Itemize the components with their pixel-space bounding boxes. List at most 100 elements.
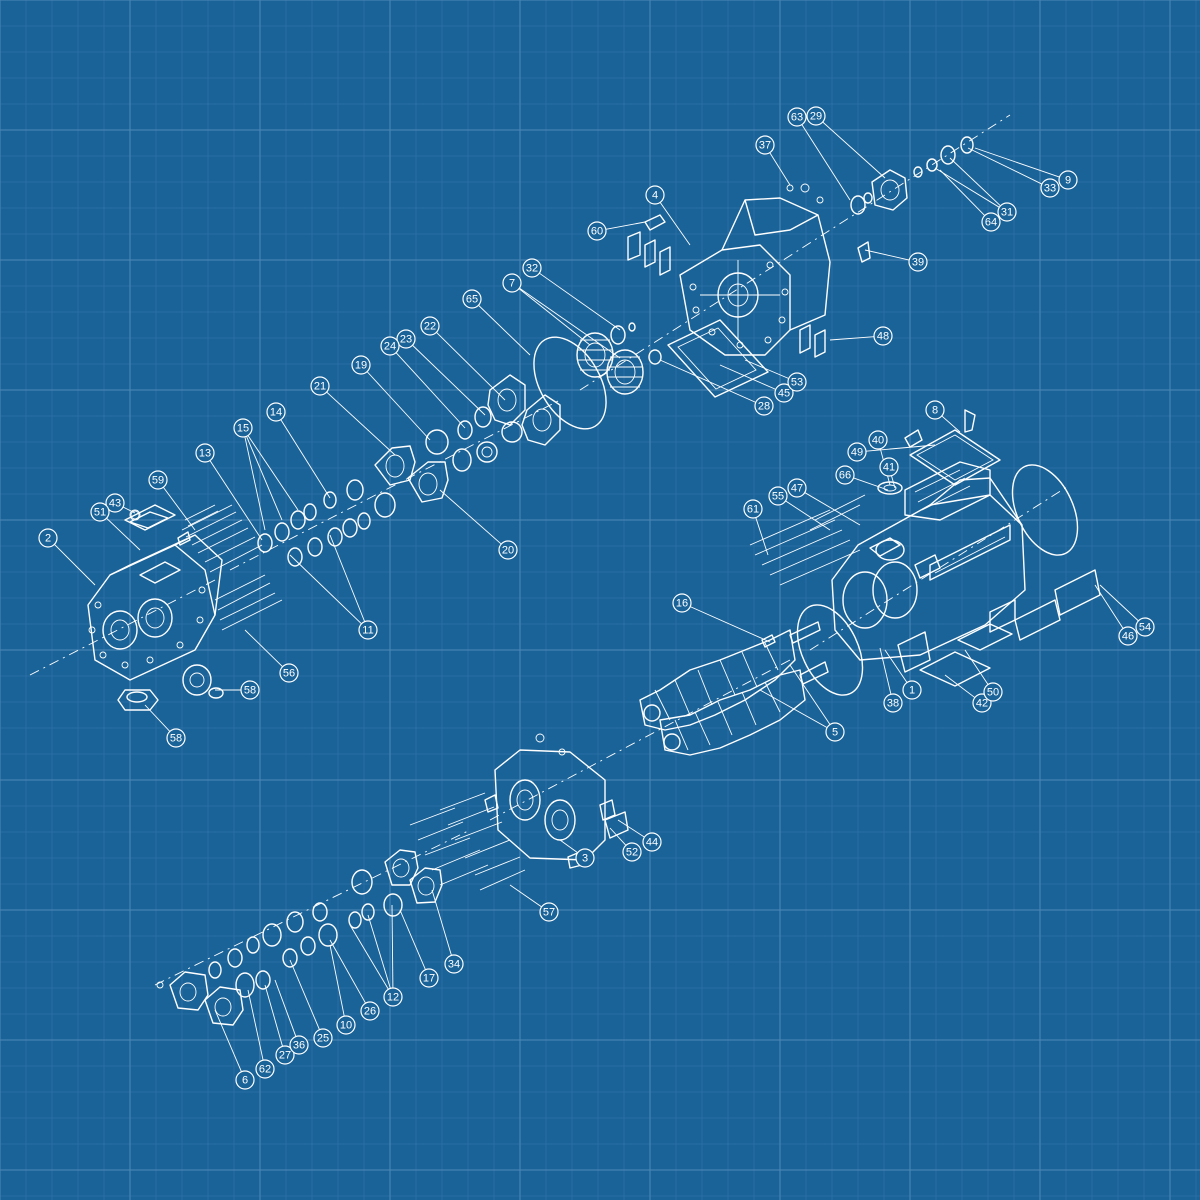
bolts-discharge bbox=[409, 792, 526, 891]
leader-line-47 bbox=[804, 492, 861, 526]
callout-circle bbox=[462, 289, 482, 309]
callout-circle bbox=[774, 383, 794, 403]
callout-circle bbox=[645, 185, 665, 205]
callout-circle bbox=[868, 430, 888, 450]
leader-line-62 bbox=[247, 989, 264, 1061]
leader-line-37 bbox=[769, 152, 791, 186]
callout-label: 62 bbox=[259, 1064, 271, 1076]
callout-15: 15 bbox=[233, 418, 253, 438]
callout-27: 27 bbox=[275, 1045, 295, 1065]
callout-14: 14 bbox=[266, 402, 286, 422]
callout-label: 37 bbox=[759, 140, 771, 152]
leader-line-5 bbox=[789, 664, 831, 725]
callout-61: 61 bbox=[743, 499, 763, 519]
callout-label: 60 bbox=[591, 226, 603, 238]
callout-6: 6 bbox=[235, 1070, 255, 1090]
callout-label: 1 bbox=[909, 685, 915, 697]
callout-59: 59 bbox=[148, 470, 168, 490]
bearing-carriers bbox=[374, 429, 498, 503]
callout-circle bbox=[90, 502, 110, 522]
callout-circle bbox=[396, 329, 416, 349]
leader-line-60 bbox=[605, 221, 646, 230]
leader-line-61 bbox=[755, 517, 769, 556]
callout-label: 39 bbox=[912, 257, 924, 269]
callout-label: 28 bbox=[758, 401, 770, 413]
callout-label: 54 bbox=[1139, 622, 1151, 634]
callout-label: 32 bbox=[526, 263, 538, 275]
callout-58: 58 bbox=[240, 680, 260, 700]
rotors bbox=[639, 621, 829, 756]
callout-circle bbox=[166, 728, 186, 748]
bearing-stack-discharge bbox=[156, 849, 443, 1026]
callout-62: 62 bbox=[255, 1059, 275, 1079]
callout-54: 54 bbox=[1135, 617, 1155, 637]
leader-line-15 bbox=[244, 436, 266, 531]
leader-line-39 bbox=[864, 249, 910, 261]
callout-circle bbox=[279, 663, 299, 683]
leader-line-8 bbox=[941, 415, 961, 433]
callout-31: 31 bbox=[997, 202, 1017, 222]
callout-circle bbox=[539, 902, 559, 922]
leader-line-26 bbox=[329, 939, 366, 1004]
o-ring-large bbox=[533, 336, 607, 430]
callout-circle bbox=[1040, 178, 1060, 198]
o-ring-right-upper bbox=[1011, 464, 1079, 556]
callout-label: 29 bbox=[810, 111, 822, 123]
callout-label: 36 bbox=[293, 1040, 305, 1052]
callout-label: 20 bbox=[502, 545, 514, 557]
callout-40: 40 bbox=[868, 430, 888, 450]
end-housing-discharge bbox=[484, 733, 629, 869]
leader-line-55 bbox=[785, 500, 831, 531]
callout-label: 66 bbox=[839, 470, 851, 482]
leader-line-10 bbox=[329, 944, 345, 1017]
breather-covers bbox=[627, 214, 826, 358]
callout-label: 4 bbox=[652, 190, 658, 202]
leader-line-28 bbox=[659, 359, 756, 403]
callout-65: 65 bbox=[462, 289, 482, 309]
callout-2: 2 bbox=[38, 528, 58, 548]
leader-line-44 bbox=[617, 819, 645, 838]
seal-plates bbox=[457, 374, 561, 446]
callout-23: 23 bbox=[396, 329, 416, 349]
callout-37: 37 bbox=[755, 135, 775, 155]
callout-label: 61 bbox=[747, 504, 759, 516]
callout-label: 57 bbox=[543, 907, 555, 919]
callout-label: 43 bbox=[109, 498, 121, 510]
leader-line-29 bbox=[822, 121, 886, 179]
callout-label: 15 bbox=[237, 423, 249, 435]
callout-label: 49 bbox=[851, 447, 863, 459]
callout-circle bbox=[908, 252, 928, 272]
callout-label: 47 bbox=[791, 483, 803, 495]
callout-label: 48 bbox=[877, 331, 889, 343]
leader-line-46 bbox=[1094, 584, 1124, 629]
callout-28: 28 bbox=[754, 396, 774, 416]
callout-19: 19 bbox=[351, 355, 371, 375]
studs-left bbox=[181, 504, 283, 631]
callout-circle bbox=[835, 465, 855, 485]
callout-circle bbox=[902, 680, 922, 700]
leader-line-42 bbox=[944, 674, 976, 698]
leader-line-13 bbox=[209, 460, 263, 541]
studs-right bbox=[749, 494, 866, 586]
callout-64: 64 bbox=[981, 212, 1001, 232]
callout-circle bbox=[622, 842, 642, 862]
callout-label: 53 bbox=[791, 377, 803, 389]
callout-label: 9 bbox=[1065, 175, 1071, 187]
callout-circle bbox=[310, 376, 330, 396]
callout-circle bbox=[806, 106, 826, 126]
callout-circle bbox=[755, 135, 775, 155]
callout-58: 58 bbox=[166, 728, 186, 748]
callout-label: 24 bbox=[384, 341, 396, 353]
callout-22: 22 bbox=[420, 316, 440, 336]
leader-line-7 bbox=[519, 287, 621, 359]
callout-label: 25 bbox=[317, 1033, 329, 1045]
callout-1: 1 bbox=[902, 680, 922, 700]
leader-line-45 bbox=[719, 364, 776, 390]
leader-line-43 bbox=[122, 506, 136, 514]
leader-line-56 bbox=[244, 629, 283, 668]
callout-label: 65 bbox=[466, 294, 478, 306]
callout-label: 16 bbox=[676, 598, 688, 610]
callout-17: 17 bbox=[419, 968, 439, 988]
callout-circle bbox=[380, 336, 400, 356]
callout-57: 57 bbox=[539, 902, 559, 922]
